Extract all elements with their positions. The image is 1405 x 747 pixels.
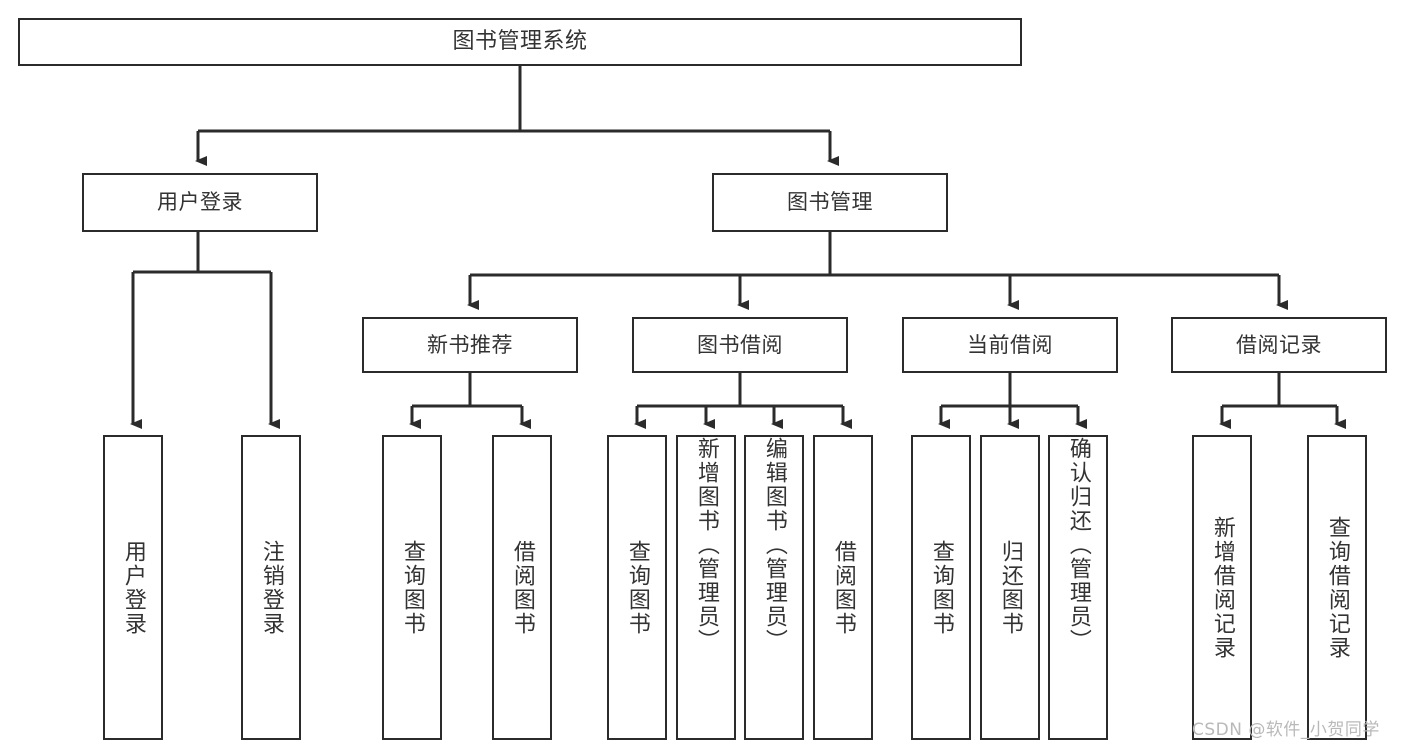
node-book-borrow-label: 图书借阅	[697, 332, 783, 357]
node-leaf-query-record[interactable]: 查询借阅记录	[1307, 435, 1367, 740]
node-leaf-query-book-3-label: 查询图书	[928, 539, 954, 636]
node-leaf-user-logout-label: 注销登录	[258, 539, 284, 636]
node-leaf-query-book-3[interactable]: 查询图书	[911, 435, 971, 740]
node-leaf-edit-book[interactable]: 编辑图书（管理员）	[744, 435, 804, 740]
node-leaf-query-book-1-label: 查询图书	[399, 539, 425, 636]
node-leaf-borrow-book-1[interactable]: 借阅图书	[492, 435, 552, 740]
node-book-management-label: 图书管理	[787, 190, 873, 215]
node-book-management[interactable]: 图书管理	[712, 173, 948, 232]
node-root-label: 图书管理系统	[452, 29, 588, 55]
node-new-book-recommend[interactable]: 新书推荐	[362, 317, 578, 373]
node-leaf-borrow-book-2-label: 借阅图书	[830, 539, 856, 636]
node-book-borrow[interactable]: 图书借阅	[632, 317, 848, 373]
node-new-book-recommend-label: 新书推荐	[427, 332, 513, 357]
node-leaf-query-record-label: 查询借阅记录	[1324, 515, 1350, 660]
node-current-borrow-label: 当前借阅	[967, 332, 1053, 357]
node-leaf-add-record[interactable]: 新增借阅记录	[1192, 435, 1252, 740]
node-leaf-borrow-book-1-label: 借阅图书	[509, 539, 535, 636]
node-leaf-user-login[interactable]: 用户登录	[103, 435, 163, 740]
node-leaf-add-record-label: 新增借阅记录	[1209, 515, 1235, 660]
node-leaf-return-book[interactable]: 归还图书	[980, 435, 1040, 740]
node-leaf-query-book-1[interactable]: 查询图书	[382, 435, 442, 740]
node-leaf-user-logout[interactable]: 注销登录	[241, 435, 301, 740]
node-leaf-borrow-book-2[interactable]: 借阅图书	[813, 435, 873, 740]
node-user-login[interactable]: 用户登录	[82, 173, 318, 232]
node-borrow-record-label: 借阅记录	[1236, 332, 1322, 357]
node-leaf-return-book-label: 归还图书	[997, 539, 1023, 636]
node-user-login-label: 用户登录	[157, 190, 243, 215]
node-leaf-user-login-label: 用户登录	[120, 539, 146, 636]
node-leaf-confirm-return-label: 确认归还（管理员）	[1065, 437, 1091, 653]
node-leaf-add-book[interactable]: 新增图书（管理员）	[676, 435, 736, 740]
node-leaf-query-book-2-label: 查询图书	[624, 539, 650, 636]
node-leaf-add-book-label: 新增图书（管理员）	[693, 437, 719, 653]
node-leaf-query-book-2[interactable]: 查询图书	[607, 435, 667, 740]
node-current-borrow[interactable]: 当前借阅	[902, 317, 1118, 373]
node-leaf-confirm-return[interactable]: 确认归还（管理员）	[1048, 435, 1108, 740]
node-borrow-record[interactable]: 借阅记录	[1171, 317, 1387, 373]
node-root[interactable]: 图书管理系统	[18, 18, 1022, 66]
csdn-watermark: CSDN @软件_小贺同学	[1192, 720, 1380, 740]
node-leaf-edit-book-label: 编辑图书（管理员）	[761, 437, 787, 653]
